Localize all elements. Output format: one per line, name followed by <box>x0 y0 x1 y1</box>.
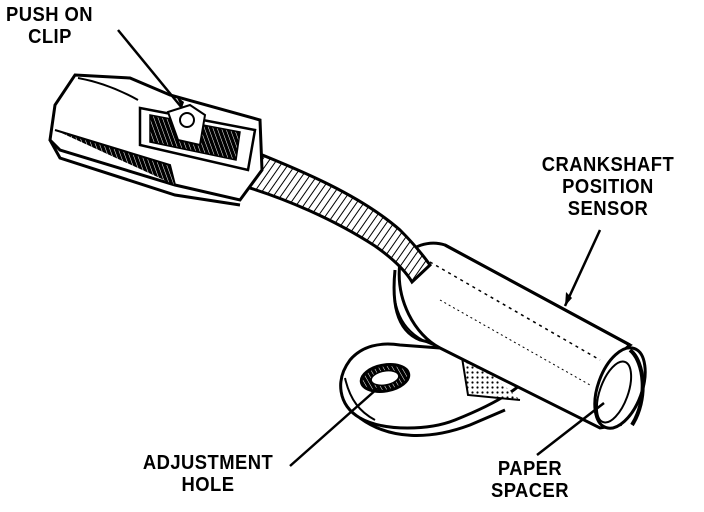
label-crankshaft-position-sensor: CRANKSHAFT POSITION SENSOR <box>534 154 681 220</box>
adjustment-hole-shape <box>359 363 411 393</box>
label-adjustment-hole: ADJUSTMENT HOLE <box>134 452 281 496</box>
paper-spacer-shape <box>628 348 645 427</box>
label-crankshaft-line3: SENSOR <box>567 198 649 220</box>
leader-line-crankshaft-sensor <box>563 229 602 307</box>
leader-arrow-push-on-clip <box>176 96 184 108</box>
label-push-on-clip: PUSH ON CLIP <box>6 4 93 48</box>
leader-line-paper-spacer <box>536 402 605 456</box>
label-paper-spacer-line1: PAPER <box>497 458 563 480</box>
label-push-on-clip-line2: CLIP <box>28 26 72 48</box>
label-crankshaft-line2: POSITION <box>562 176 654 198</box>
label-crankshaft-line1: CRANKSHAFT <box>541 154 675 176</box>
leader-line-adjustment-hole <box>289 387 379 467</box>
label-paper-spacer: PAPER SPACER <box>475 458 585 502</box>
leader-arrow-crankshaft-sensor <box>565 292 572 306</box>
leader-line-push-on-clip <box>117 29 183 109</box>
label-paper-spacer-line2: SPACER <box>490 480 570 502</box>
leader-lines <box>117 29 605 467</box>
sensor-end-cap <box>593 346 647 430</box>
connector-housing <box>48 73 264 207</box>
corrugated-cable <box>238 147 432 285</box>
label-adjustment-hole-line1: ADJUSTMENT <box>142 452 274 474</box>
label-push-on-clip-line1: PUSH ON <box>6 4 94 26</box>
label-adjustment-hole-line2: HOLE <box>181 474 235 496</box>
